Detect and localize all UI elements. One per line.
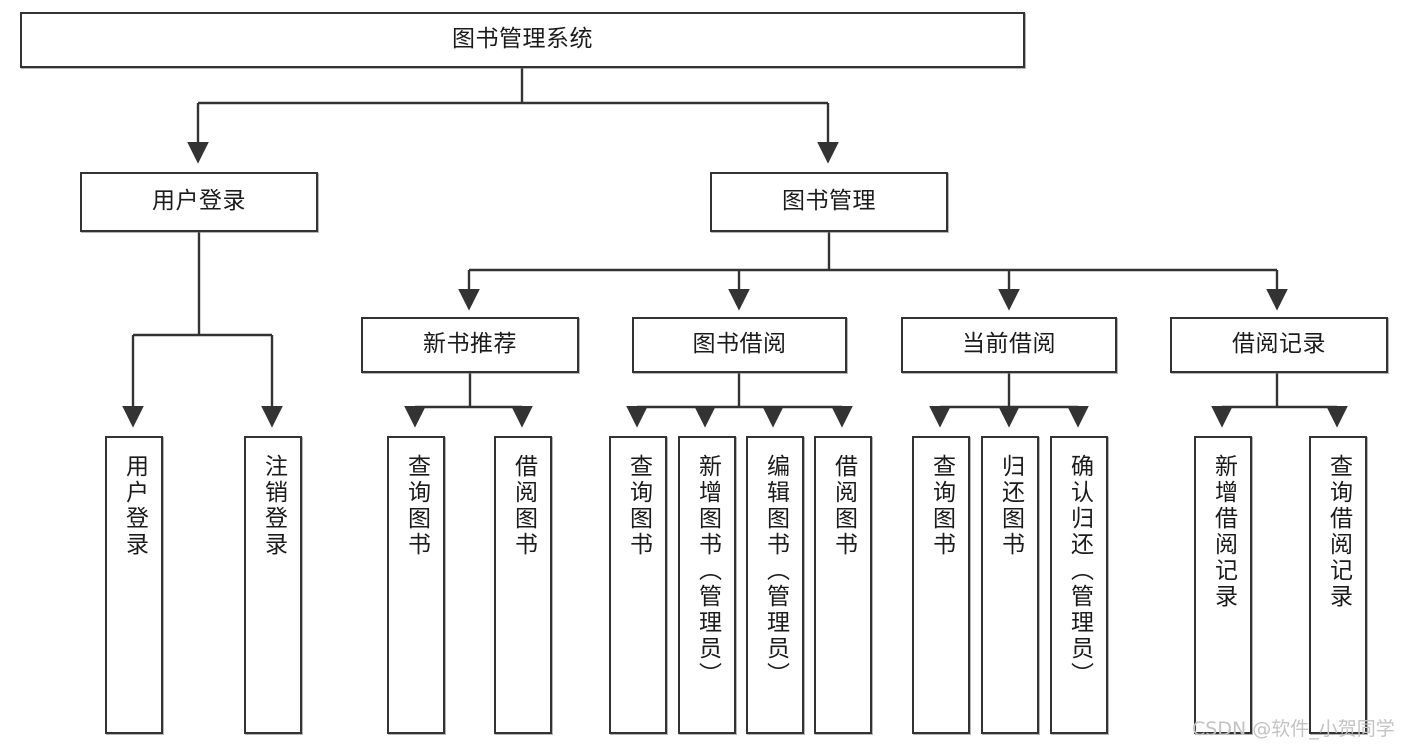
node-leaf-edit-book-admin-label: 编辑图书（管理员） [762,454,789,688]
node-user-login-label: 用户登录 [152,188,246,215]
node-leaf-add-borrow-record[interactable]: 新增借阅记录 [1194,436,1252,734]
node-leaf-query-borrow-record-label: 查询借阅记录 [1325,454,1352,610]
node-leaf-user-login-label: 用户登录 [121,454,148,558]
node-leaf-borrow-book-1[interactable]: 借阅图书 [494,436,552,734]
node-new-book-recommend-label: 新书推荐 [423,331,517,358]
node-leaf-query-book-2-label: 查询图书 [625,454,652,558]
node-leaf-return-book-label: 归还图书 [997,454,1024,558]
node-leaf-add-borrow-record-label: 新增借阅记录 [1210,454,1237,610]
node-leaf-user-login[interactable]: 用户登录 [105,436,163,734]
node-leaf-add-book-admin[interactable]: 新增图书（管理员） [678,436,736,734]
node-current-borrow-label: 当前借阅 [962,331,1056,358]
node-borrow-records-label: 借阅记录 [1232,331,1326,358]
node-book-management[interactable]: 图书管理 [710,172,948,232]
node-leaf-logout-label: 注销登录 [260,454,287,558]
node-leaf-edit-book-admin[interactable]: 编辑图书（管理员） [746,436,804,734]
node-root-label: 图书管理系统 [452,26,593,53]
node-root[interactable]: 图书管理系统 [20,12,1025,68]
node-leaf-query-borrow-record[interactable]: 查询借阅记录 [1309,436,1367,734]
node-current-borrow[interactable]: 当前借阅 [901,317,1117,373]
node-leaf-confirm-return-admin-label: 确认归还（管理员） [1066,454,1093,688]
node-leaf-return-book[interactable]: 归还图书 [981,436,1039,734]
node-new-book-recommend[interactable]: 新书推荐 [361,317,579,373]
node-borrow-records[interactable]: 借阅记录 [1170,317,1388,373]
node-leaf-query-book-1-label: 查询图书 [403,454,430,558]
node-leaf-borrow-book-1-label: 借阅图书 [510,454,537,558]
node-leaf-add-book-admin-label: 新增图书（管理员） [694,454,721,688]
node-leaf-query-book-2[interactable]: 查询图书 [609,436,667,734]
node-book-borrow[interactable]: 图书借阅 [632,317,847,373]
node-leaf-borrow-book-2[interactable]: 借阅图书 [814,436,872,734]
node-book-borrow-label: 图书借阅 [692,331,787,358]
node-book-management-label: 图书管理 [782,188,876,215]
node-user-login[interactable]: 用户登录 [80,172,318,232]
node-leaf-query-book-1[interactable]: 查询图书 [387,436,445,734]
node-leaf-query-book-3[interactable]: 查询图书 [912,436,970,734]
node-leaf-confirm-return-admin[interactable]: 确认归还（管理员） [1050,436,1108,734]
node-leaf-query-book-3-label: 查询图书 [928,454,955,558]
node-leaf-borrow-book-2-label: 借阅图书 [830,454,857,558]
csdn-watermark: CSDN @软件_小贺同学 [1192,718,1395,740]
node-leaf-logout[interactable]: 注销登录 [244,436,302,734]
